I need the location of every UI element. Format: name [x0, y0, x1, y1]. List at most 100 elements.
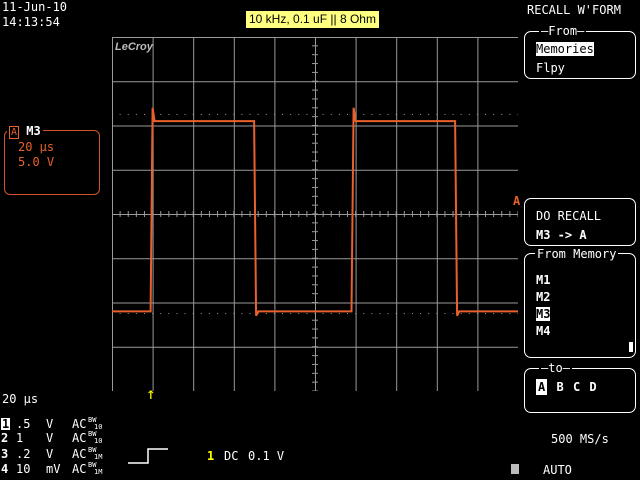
grid-dot — [241, 313, 243, 315]
from-option-memories[interactable]: Memories — [536, 42, 594, 56]
grid-dot — [387, 113, 389, 115]
grid-dot — [363, 113, 365, 115]
grid-dot — [208, 113, 210, 115]
waveform-trace — [112, 107, 518, 317]
grid-dot — [379, 113, 381, 115]
grid-dot — [143, 113, 145, 115]
to-option-d[interactable]: D — [589, 380, 597, 394]
status-square-icon — [511, 464, 519, 474]
from-option-flpy[interactable]: Flpy — [536, 61, 565, 75]
memory-option-m1[interactable]: M1 — [536, 273, 551, 287]
grid-dot — [184, 313, 186, 315]
trace-volts: 5.0 V — [18, 155, 55, 169]
grid-dot — [322, 313, 324, 315]
grid-dot — [160, 113, 162, 115]
trigger-channel: 1 — [207, 449, 215, 463]
grid-dot — [119, 313, 121, 315]
grid-dot — [273, 113, 275, 115]
grid-dot — [346, 313, 348, 315]
channel-bw-label: BW — [88, 446, 97, 454]
grid-dot — [387, 313, 389, 315]
grid-dot — [411, 113, 413, 115]
grid-dot — [184, 113, 186, 115]
memory-option-m3[interactable]: M3 — [536, 307, 551, 321]
trigger-level: 0.1 V — [248, 449, 285, 463]
channel-coupling: AC — [72, 447, 87, 461]
grid-dot — [314, 113, 316, 115]
channel-number: 4 — [1, 462, 9, 476]
grid-dot — [233, 113, 235, 115]
grid-dot — [468, 313, 470, 315]
grid-dot — [403, 313, 405, 315]
grid-dot — [501, 113, 503, 115]
channel-bw-value: 10 — [94, 437, 103, 445]
grid-dot — [127, 313, 129, 315]
channel-unit: mV — [46, 462, 61, 476]
grid-dot — [135, 113, 137, 115]
grid-dot — [460, 313, 462, 315]
grid-dot — [135, 313, 137, 315]
grid-dot — [176, 113, 178, 115]
grid-dot — [460, 113, 462, 115]
grid-dot — [444, 313, 446, 315]
channel-coupling: AC — [72, 417, 87, 431]
from-memory-menu[interactable]: From Memory M1 M2 M3 M4 — [524, 248, 636, 358]
grid-dot — [168, 313, 170, 315]
grid-dot — [314, 313, 316, 315]
grid-dot — [517, 313, 518, 315]
screen-title-label: 10 kHz, 0.1 uF || 8 Ohm — [246, 11, 379, 28]
grid-dot — [306, 113, 308, 115]
grid-dot — [217, 113, 219, 115]
grid-dot — [290, 313, 292, 315]
grid-dot — [428, 313, 430, 315]
memory-option-m4[interactable]: M4 — [536, 324, 551, 338]
grid-dot — [509, 113, 511, 115]
grid-dot — [233, 313, 235, 315]
grid-dot — [330, 113, 332, 115]
grid-dot — [468, 113, 470, 115]
grid-dot — [411, 313, 413, 315]
channel-bw-value: 1M — [94, 468, 103, 476]
grid-dot — [330, 313, 332, 315]
trigger-coupling: DC — [224, 449, 239, 463]
grid-dot — [485, 113, 487, 115]
grid-dot — [476, 113, 478, 115]
do-recall-target: M3 -> A — [536, 228, 587, 242]
grid-dot — [112, 313, 113, 315]
grid-dot — [355, 313, 357, 315]
grid-dot — [127, 113, 129, 115]
grid-dot — [298, 313, 300, 315]
channel-unit: V — [46, 431, 54, 445]
grid-dot — [395, 113, 397, 115]
channel-volts: 1 — [16, 431, 24, 445]
to-option-a[interactable]: A — [536, 379, 548, 395]
grid-dot — [346, 113, 348, 115]
grid-dot — [119, 113, 121, 115]
do-recall-button[interactable]: DO RECALL M3 -> A — [524, 198, 636, 246]
from-source-menu[interactable]: —From— Memories Flpy — [524, 25, 636, 79]
grid-dot — [493, 113, 495, 115]
trigger-position-arrow[interactable]: ↑ — [146, 384, 156, 403]
sample-rate-readout: 500 MS/s — [551, 432, 609, 446]
memory-option-m2[interactable]: M2 — [536, 290, 551, 304]
grid-dot — [452, 313, 454, 315]
channel-bw-label: BW — [88, 416, 97, 424]
grid-dot — [200, 313, 202, 315]
grid-dot — [225, 113, 227, 115]
trace-timebase: 20 µs — [18, 140, 55, 154]
grid-dot — [217, 313, 219, 315]
waveform-display: LeCroy — [112, 37, 518, 391]
graticule-grid — [112, 37, 518, 391]
channel-coupling: AC — [72, 462, 87, 476]
to-option-b[interactable]: B — [556, 380, 564, 394]
trace-info-box[interactable]: A M3 20 µs 5.0 V — [4, 124, 100, 195]
time-readout: 14:13:54 — [2, 15, 60, 29]
to-destination-menu[interactable]: —to— A B C D — [524, 362, 636, 413]
grid-dot — [168, 113, 170, 115]
grid-dot — [371, 113, 373, 115]
grid-dot — [290, 113, 292, 115]
grid-dot — [192, 113, 194, 115]
trigger-slope-icon — [128, 448, 168, 464]
to-option-c[interactable]: C — [572, 380, 581, 394]
channel-unit: V — [46, 447, 54, 461]
